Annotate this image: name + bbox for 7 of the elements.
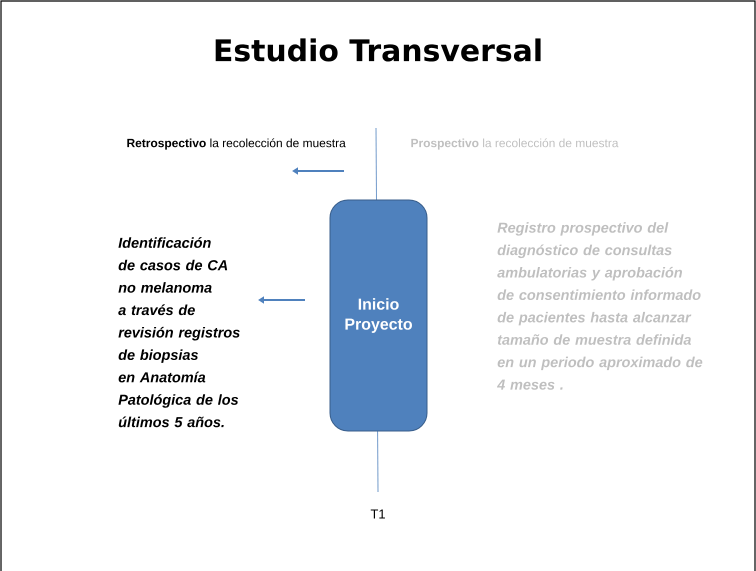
title: Estudio Transversal	[216, 38, 541, 62]
time-label: T1	[370, 510, 385, 518]
process-box: Inicio Proyecto	[330, 199, 428, 432]
description-text: Registro prospectivo del diagnóstico de consultas ambulatorias y aprobación de consentimiento informado de pacientes hasta alcanzar tamaño de muestra definida en un periodo aproximado de 4 meses .	[496, 222, 702, 390]
description-text: Identificación de casos de CA no melanoma a través de revisión registros de biopsias en Anatomía Patológica de los últimos 5 años.	[118, 237, 240, 428]
heading-text: Retrospectivo la recolección de muestra	[127, 138, 346, 150]
heading-text: Prospectivo la recolección de muestra	[411, 138, 618, 150]
